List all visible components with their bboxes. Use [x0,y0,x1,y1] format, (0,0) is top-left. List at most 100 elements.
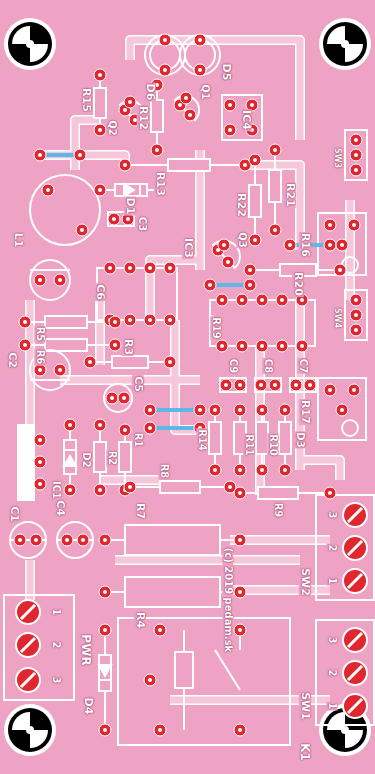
component-label: 1 [327,577,338,586]
pcb-use [118,392,130,404]
component-label: C3 [137,216,148,232]
pcb-use [184,109,196,121]
pcb-line [150,408,200,412]
pcb-use [4,18,56,70]
component-label: SW3 [333,147,341,169]
pcb-line [183,630,185,652]
pcb-use [350,324,362,336]
pcb-use [209,404,221,416]
pcb-use [216,294,228,306]
pcb-line [139,184,141,196]
pcb-use [124,96,136,108]
component-label: R1 [133,432,144,449]
pcb-rect [316,495,374,600]
pcb-use [144,262,156,274]
pcb-use [284,239,296,251]
component-label: C7 [298,358,309,374]
pcb-rect [249,185,261,217]
component-label: C1 [8,505,20,523]
pcb-rect [209,422,221,454]
pcb-use [124,481,136,493]
pads [14,34,362,736]
pcb-use [94,124,106,136]
component-label: R4 [134,611,146,629]
pcb-use [269,144,281,156]
pcb-use [34,456,46,468]
pcb-rect [222,95,262,140]
pcb-rect [210,300,315,346]
pcb-rect [318,378,366,440]
pcb-use [16,633,40,657]
pcb-use [30,534,42,546]
pcb-use [269,224,281,236]
pcb-use [350,294,362,306]
pcb-use [109,316,121,328]
pcb-line [30,379,70,381]
component-label: 1 [327,702,338,711]
pcb-use [64,419,76,431]
component-label: IC4 [240,109,252,131]
pcb-use [164,314,176,326]
pcb-use [204,279,216,291]
pcb-use [14,534,26,546]
pcb-use [216,340,228,352]
pcb-rect [118,618,290,745]
pcb-use [16,668,40,692]
pcb-use [74,149,86,161]
pcb-use [350,164,362,176]
pcb-use [343,694,367,718]
pcb-use [94,69,106,81]
pcb-use [16,600,40,624]
component-label: C6 [94,283,106,301]
pcb-use [159,64,171,76]
pcb-use [324,219,336,231]
pcb-use [234,724,246,736]
pcb-use [154,724,166,736]
component-label: R14 [197,428,208,452]
component-label: 1 [51,608,62,617]
pcb-use [334,264,346,276]
component-label: L1 [12,232,24,249]
pcb-use [234,464,246,476]
pcb-use [144,422,156,434]
pcb-use [296,340,308,352]
pcb-use [54,274,66,286]
terminal-screws [16,503,367,718]
pcb-rect [18,425,34,500]
pcb-use [244,279,256,291]
pcb-use [159,34,171,46]
pcb-use [99,624,111,636]
pcb-use [304,379,316,391]
component-label: IC1 [51,480,62,500]
pcb-use [106,392,118,404]
component-label: R2 [107,450,118,467]
component-label: R6 [35,349,46,366]
pcb-path [64,456,76,466]
pcb-use [19,339,31,351]
pcb-use [350,309,362,321]
pcb-use [180,92,192,104]
component-label: R12 [137,105,149,131]
component-label: R11 [244,433,255,457]
component-label: 2 [327,544,338,553]
pcb-rect [45,316,87,328]
component-label: Q2 [107,119,118,136]
pcb-use [30,40,350,700]
component-label: C9 [228,358,239,374]
component-label: C8 [263,358,274,374]
pcb-rect [316,620,374,725]
pcb-use [336,404,348,416]
pcb-use [76,224,88,236]
pcb-use [324,487,336,499]
pcb-rect [220,378,246,392]
pcb-use [234,487,246,499]
pcb-use [209,464,221,476]
pcb-use [154,624,166,636]
component-label: D4 [82,697,94,716]
pcb-rect [151,100,163,132]
pcb-use [144,674,156,686]
pcb-use [34,274,46,286]
